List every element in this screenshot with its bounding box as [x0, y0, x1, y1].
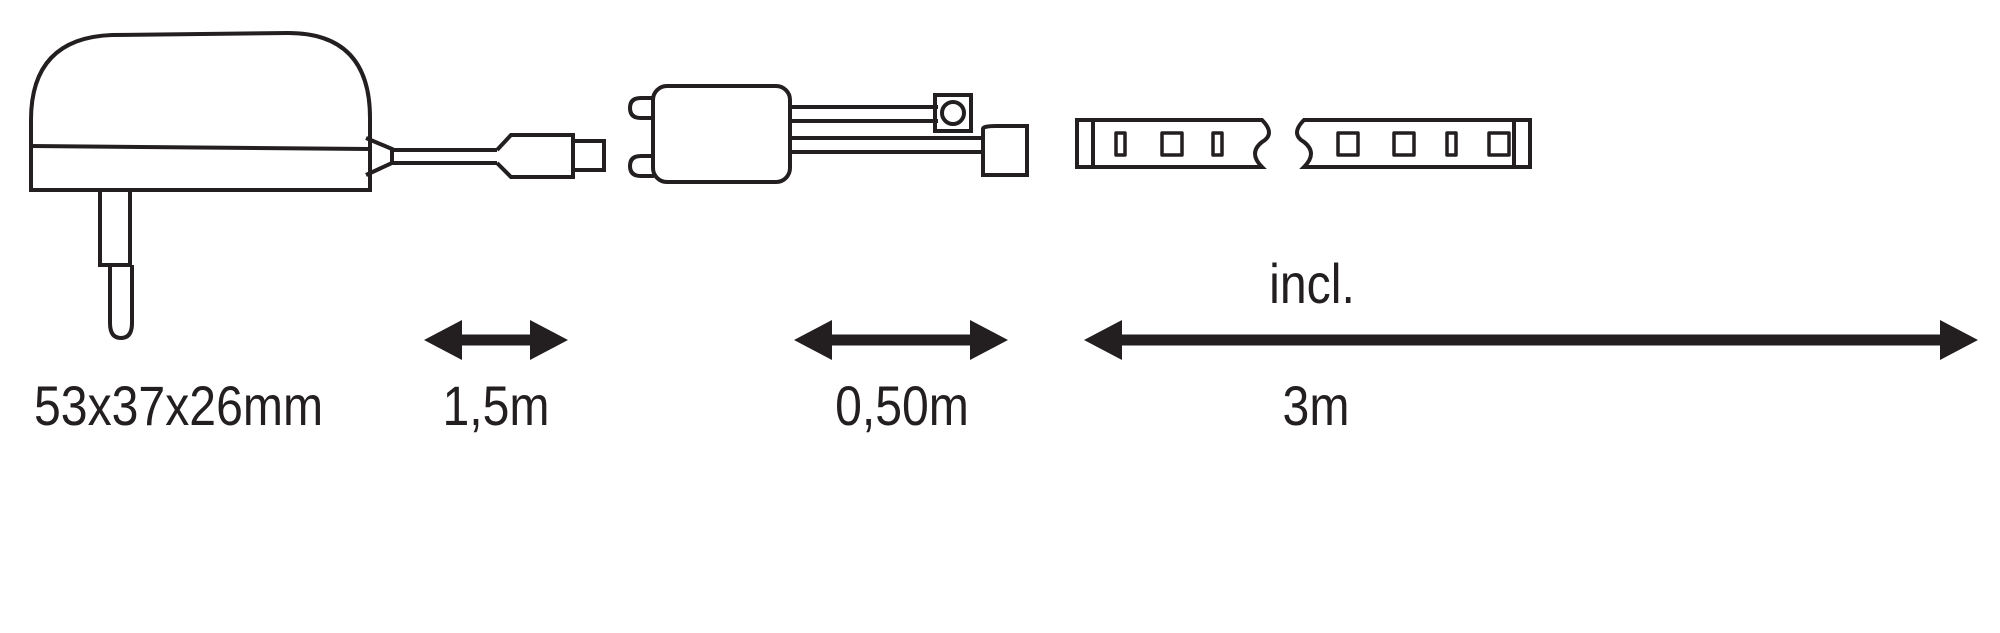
strip-length-label: 3m [1282, 374, 1350, 437]
measure-arrow-controller-cable [794, 320, 1008, 360]
power-supply-dimensions-label: 53x37x26mm [34, 374, 324, 437]
controller-illustration [628, 84, 1029, 184]
controller-cable-length-label: 0,50m [835, 374, 969, 437]
led-strip-illustration [1075, 118, 1532, 169]
measure-arrow-strip-length [1084, 320, 1978, 360]
supply-cable-length-label: 1,5m [442, 374, 550, 437]
included-note-label: incl. [1269, 252, 1355, 315]
power-supply-illustration [29, 30, 606, 341]
measure-arrow-supply-cable [424, 320, 568, 360]
